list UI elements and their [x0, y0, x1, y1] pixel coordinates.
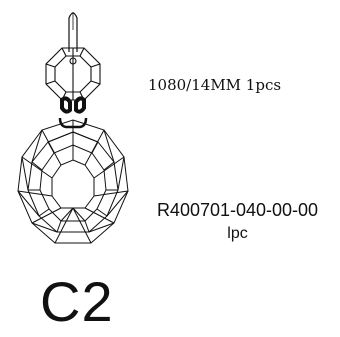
part-number-label: R400701-040-00-00 [156, 200, 319, 220]
upper-component-label: 1080/14MM 1pcs [148, 76, 282, 94]
octagon-bead [45, 47, 101, 101]
faceted-ball [17, 119, 129, 244]
part-quantity-label: lpc [227, 225, 248, 242]
code-label: C2 [40, 270, 114, 333]
